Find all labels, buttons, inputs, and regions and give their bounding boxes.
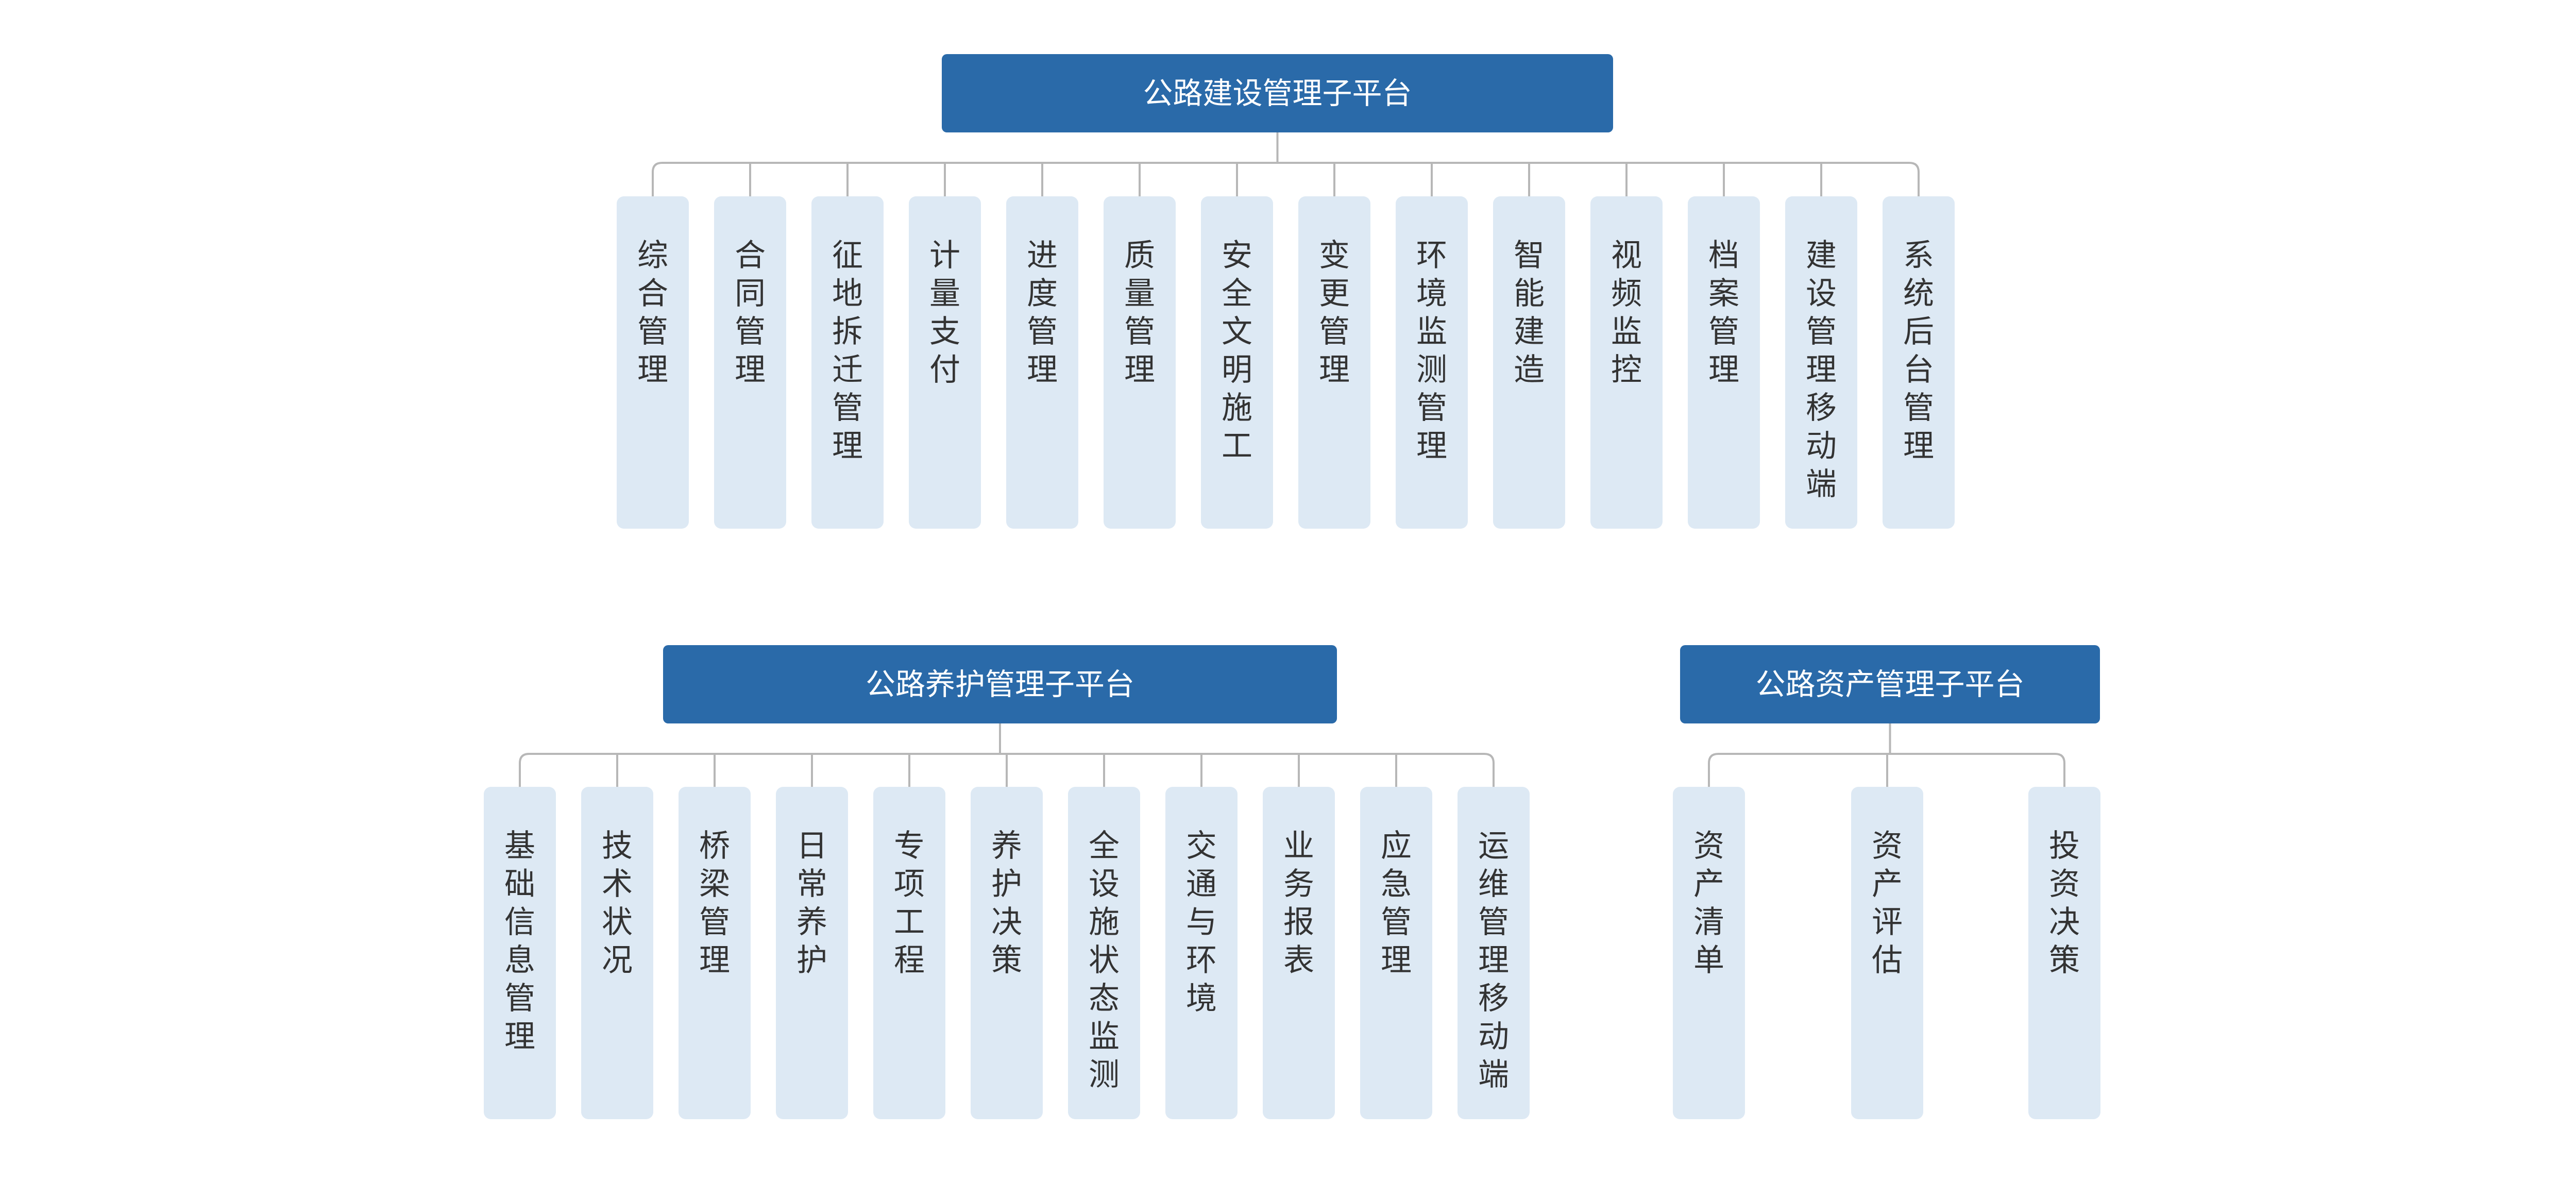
construction-module-label: 质量管理 bbox=[1124, 238, 1155, 388]
construction-module-box: 智能建造 bbox=[1493, 196, 1565, 529]
maintenance-module-box: 日常养护 bbox=[776, 787, 848, 1119]
maintenance-module-label: 日常养护 bbox=[796, 828, 827, 979]
asset-platform-title: 公路资产管理子平台 bbox=[1680, 645, 2100, 723]
maintenance-module-box: 运维管理移动端 bbox=[1458, 787, 1530, 1119]
maintenance-module-box: 技术状况 bbox=[581, 787, 653, 1119]
construction-module-label: 档案管理 bbox=[1708, 238, 1739, 388]
maintenance-module-label: 运维管理移动端 bbox=[1478, 828, 1509, 1093]
construction-module-box: 视频监控 bbox=[1590, 196, 1663, 529]
construction-module-box: 计量支付 bbox=[909, 196, 981, 529]
maintenance-module-label: 基础信息管理 bbox=[504, 828, 535, 1055]
construction-module-box: 征地拆迁管理 bbox=[811, 196, 884, 529]
maintenance-module-box: 专项工程 bbox=[873, 787, 945, 1119]
construction-module-box: 系统后台管理 bbox=[1883, 196, 1955, 529]
construction-module-box: 进度管理 bbox=[1006, 196, 1078, 529]
construction-module-box: 档案管理 bbox=[1688, 196, 1760, 529]
construction-module-label: 建设管理移动端 bbox=[1806, 238, 1837, 502]
maintenance-module-box: 桥梁管理 bbox=[679, 787, 751, 1119]
asset-module-box: 资产评估 bbox=[1851, 787, 1923, 1119]
construction-module-label: 合同管理 bbox=[735, 238, 766, 388]
construction-module-label: 计量支付 bbox=[929, 238, 960, 388]
asset-module-label: 资产评估 bbox=[1872, 828, 1903, 979]
maintenance-module-box: 基础信息管理 bbox=[484, 787, 556, 1119]
construction-module-box: 环境监测管理 bbox=[1396, 196, 1468, 529]
asset-module-box: 资产清单 bbox=[1673, 787, 1745, 1119]
maintenance-module-label: 业务报表 bbox=[1283, 828, 1314, 979]
maintenance-module-label: 技术状况 bbox=[602, 828, 633, 979]
maintenance-module-label: 交通与环境 bbox=[1186, 828, 1217, 1017]
maintenance-module-box: 业务报表 bbox=[1263, 787, 1335, 1119]
construction-platform-title: 公路建设管理子平台 bbox=[942, 54, 1613, 132]
construction-module-label: 系统后台管理 bbox=[1903, 238, 1934, 464]
construction-module-label: 智能建造 bbox=[1514, 238, 1545, 388]
asset-module-label: 资产清单 bbox=[1693, 828, 1724, 979]
maintenance-module-label: 桥梁管理 bbox=[699, 828, 730, 979]
maintenance-module-box: 应急管理 bbox=[1360, 787, 1432, 1119]
construction-branch-bar bbox=[652, 162, 1920, 196]
construction-module-box: 安全文明施工 bbox=[1201, 196, 1273, 529]
maintenance-module-label: 应急管理 bbox=[1381, 828, 1412, 979]
maintenance-platform-title: 公路养护管理子平台 bbox=[663, 645, 1337, 723]
construction-module-label: 变更管理 bbox=[1319, 238, 1350, 388]
construction-module-box: 建设管理移动端 bbox=[1785, 196, 1857, 529]
construction-module-box: 质量管理 bbox=[1104, 196, 1176, 529]
maintenance-module-box: 全设施状态监测 bbox=[1068, 787, 1140, 1119]
construction-module-label: 征地拆迁管理 bbox=[832, 238, 863, 464]
maintenance-module-label: 全设施状态监测 bbox=[1089, 828, 1120, 1093]
construction-module-label: 综合管理 bbox=[637, 238, 668, 388]
construction-module-label: 进度管理 bbox=[1027, 238, 1058, 388]
construction-module-box: 合同管理 bbox=[714, 196, 786, 529]
construction-module-label: 安全文明施工 bbox=[1222, 238, 1252, 464]
maintenance-module-label: 养护决策 bbox=[991, 828, 1022, 979]
maintenance-module-box: 养护决策 bbox=[971, 787, 1043, 1119]
maintenance-module-label: 专项工程 bbox=[894, 828, 925, 979]
construction-module-label: 视频监控 bbox=[1611, 238, 1642, 388]
asset-module-label: 投资决策 bbox=[2049, 828, 2080, 979]
construction-module-label: 环境监测管理 bbox=[1416, 238, 1447, 464]
construction-module-box: 综合管理 bbox=[617, 196, 689, 529]
maintenance-module-box: 交通与环境 bbox=[1165, 787, 1238, 1119]
asset-module-box: 投资决策 bbox=[2028, 787, 2100, 1119]
construction-module-box: 变更管理 bbox=[1298, 196, 1370, 529]
